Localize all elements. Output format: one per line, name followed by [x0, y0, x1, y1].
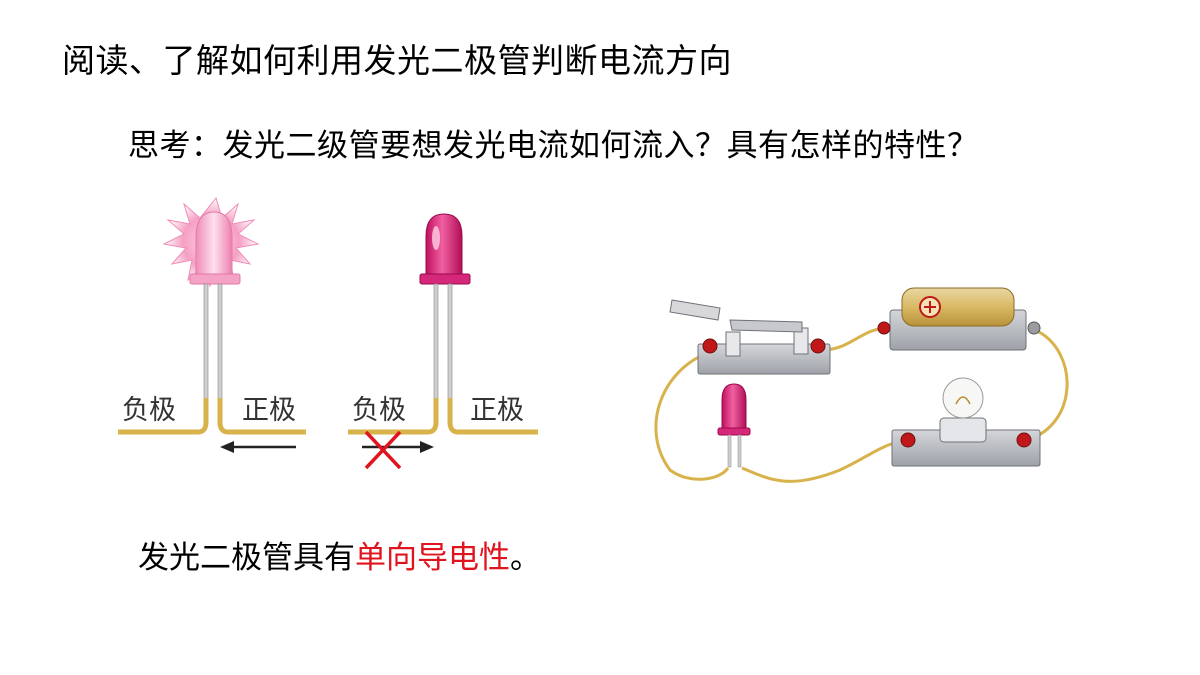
conclusion-prefix: 发光二极管具有	[138, 540, 355, 576]
conclusion-text: 发光二极管具有单向导电性。	[138, 532, 541, 577]
left-positive-label: 正极	[242, 395, 296, 426]
conclusion-suffix: 。	[510, 540, 541, 576]
current-arrow-icon	[362, 441, 434, 453]
slide-heading: 阅读、了解如何利用发光二极管判断电流方向	[62, 41, 732, 80]
bulb-icon	[891, 377, 1041, 467]
cross-icon	[364, 430, 402, 470]
led-unlit-icon	[419, 213, 471, 403]
battery-icon	[877, 287, 1041, 351]
left-negative-label: 负极	[122, 395, 176, 426]
right-positive-label: 正极	[470, 395, 524, 426]
led-diagram	[118, 196, 538, 470]
led-unlit-icon	[717, 383, 751, 468]
led-direction-figure: 负极 正极 负极 正极	[100, 190, 560, 490]
led-lit-icon	[162, 196, 260, 403]
conclusion-highlight: 单向导电性	[355, 540, 510, 576]
right-negative-label: 负极	[352, 395, 406, 426]
circuit-figure	[640, 280, 1080, 500]
current-arrow-icon	[220, 441, 296, 453]
circuit-diagram	[654, 287, 1069, 483]
knife-switch-icon	[669, 299, 831, 375]
think-question: 思考：发光二级管要想发光电流如何流入？具有怎样的特性？	[128, 128, 979, 164]
